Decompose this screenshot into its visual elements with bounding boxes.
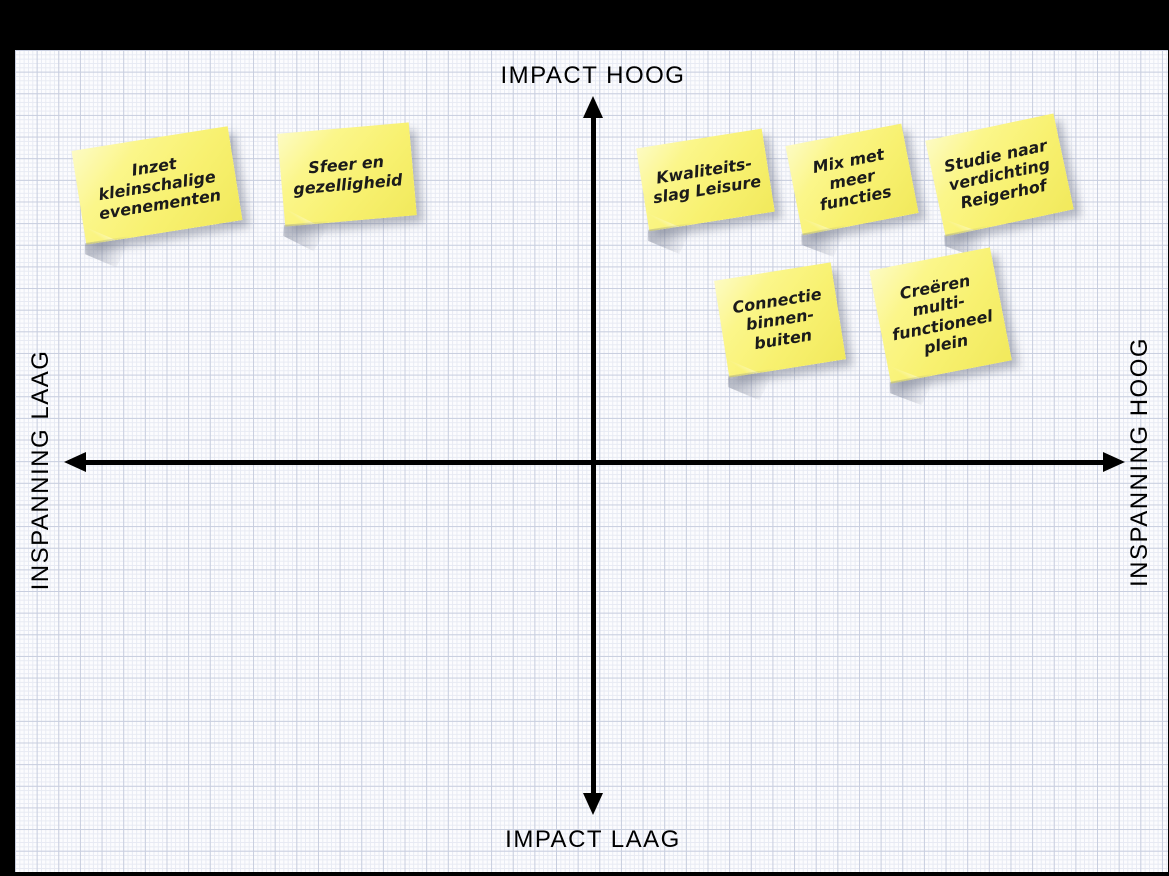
axis-label-impact-hoog: IMPACT HOOG — [500, 62, 686, 89]
axis-label-inspanning-laag: INSPANNING LAAG — [27, 349, 54, 591]
axis-label-inspanning-hoog: INSPANNING HOOG — [1126, 336, 1153, 588]
vertical-axis-line — [591, 114, 596, 798]
arrow-up-icon — [583, 96, 603, 118]
sticky-note-creeren-multifunctioneel-plein: Creëren multi- functioneel plein — [869, 247, 1012, 384]
sticky-note-connectie-binnen-buiten: Connectie binnen- buiten — [714, 262, 846, 378]
sticky-note-sfeer-en-gezelligheid: Sfeer en gezelligheid — [277, 122, 417, 227]
axis-label-impact-laag: IMPACT LAAG — [505, 826, 681, 853]
horizontal-axis-line — [83, 460, 1106, 465]
arrow-left-icon — [64, 452, 86, 472]
arrow-right-icon — [1103, 452, 1125, 472]
arrow-down-icon — [583, 793, 603, 815]
